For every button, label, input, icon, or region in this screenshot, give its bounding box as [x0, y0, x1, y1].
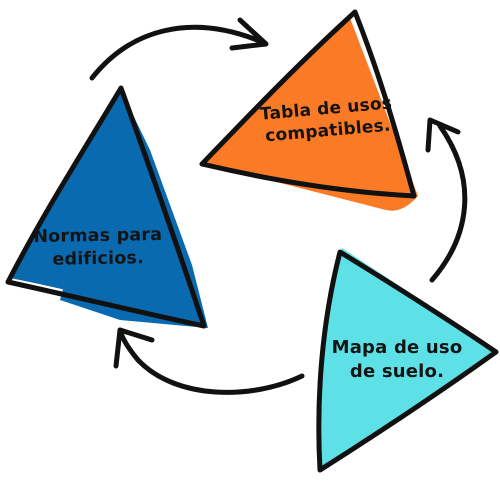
arrow-mapa-to-tabla-line [429, 123, 468, 283]
arrow-mapa-to-normas-line [117, 327, 305, 395]
triangle-mapa [316, 248, 499, 473]
label-mapa: Mapa de uso de suelo. [322, 336, 472, 384]
triangle-tabla-outline [199, 9, 417, 199]
label-normas-line-2: edificios. [52, 248, 145, 270]
label-normas-line-1: Normas para [33, 224, 163, 248]
label-normas: Normas para edificios. [18, 224, 179, 273]
arrow-mapa-to-tabla [425, 117, 468, 283]
triangle-normas-outline [5, 85, 207, 329]
arrow-normas-to-tabla [89, 17, 269, 81]
triangle-normas-fill [10, 92, 202, 322]
arrow-mapa-to-normas-head [113, 327, 155, 369]
label-mapa-line-2: de suelo. [349, 360, 445, 382]
arrow-normas-to-tabla-head [229, 17, 269, 51]
arrow-normas-to-tabla-line [89, 24, 265, 81]
triangle-mapa-outline [316, 249, 499, 473]
arrow-mapa-to-normas [113, 327, 305, 395]
label-mapa-line-1: Mapa de uso [331, 337, 463, 358]
triangle-tabla [199, 9, 418, 211]
triangle-normas [5, 85, 208, 329]
triangle-tabla-fill [202, 18, 418, 211]
arrow-mapa-to-tabla-head [425, 117, 461, 153]
triangle-mapa-fill [317, 248, 496, 472]
